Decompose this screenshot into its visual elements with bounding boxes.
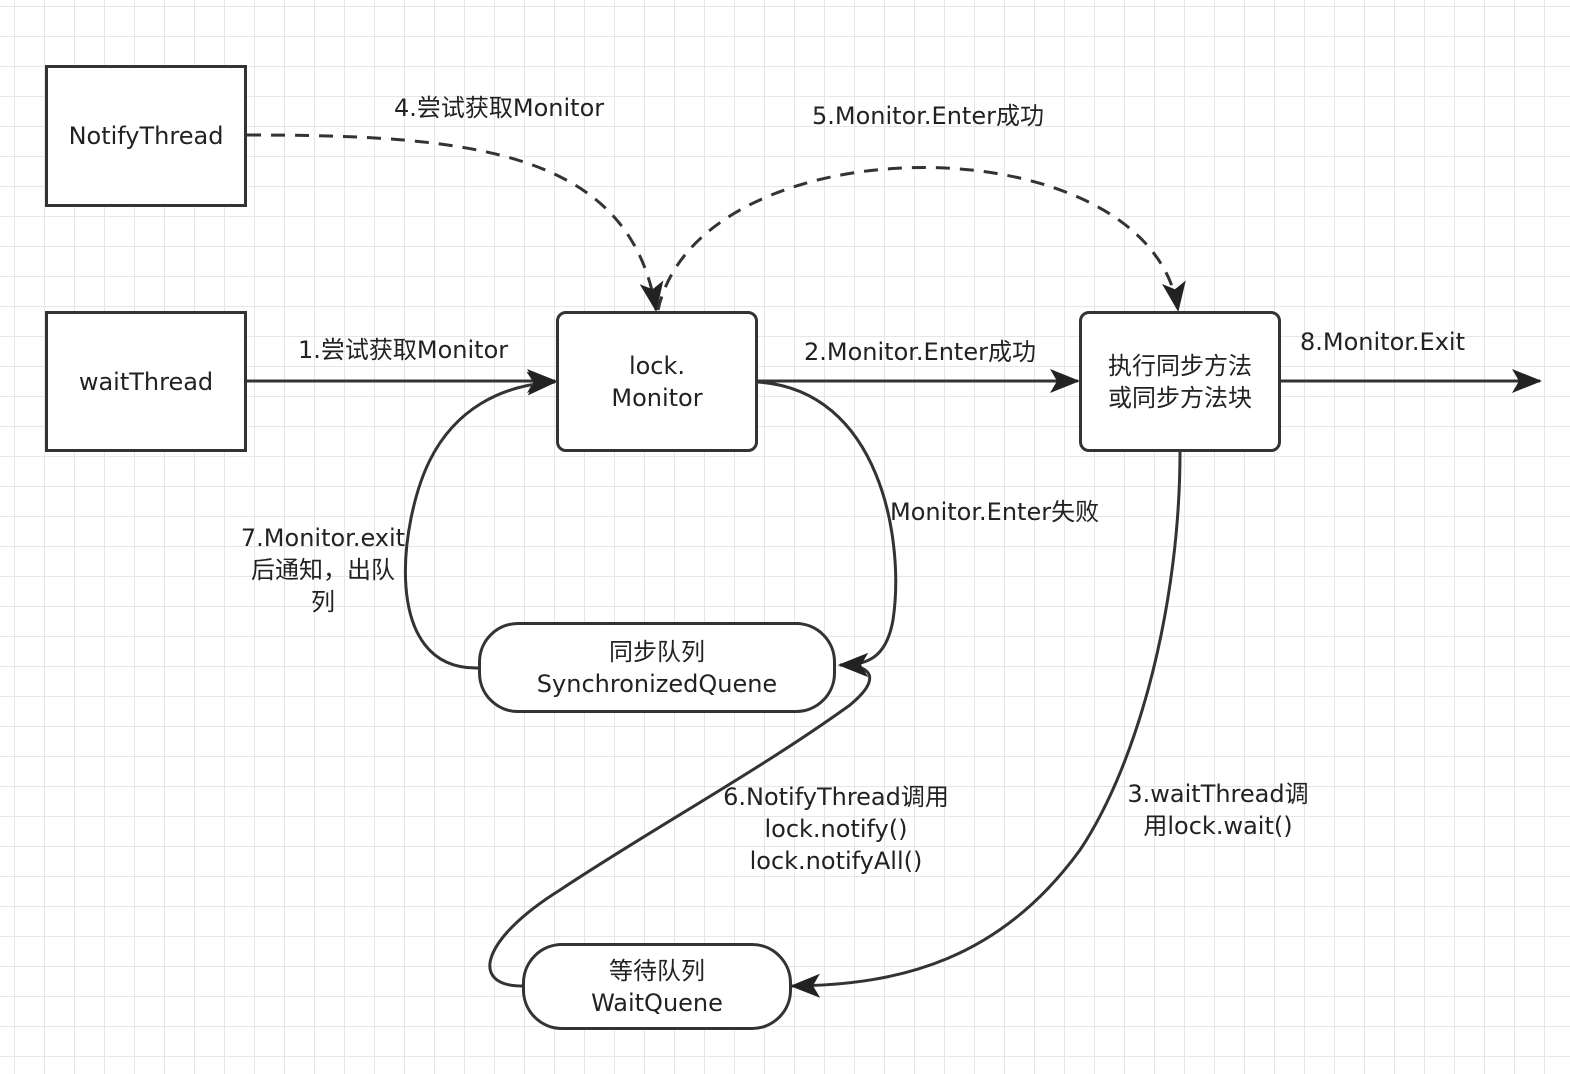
notify-thread-node: NotifyThread [45,65,247,207]
edge-8-label: 8.Monitor.Exit [1300,328,1465,356]
wait-thread-node: waitThread [45,311,247,452]
edge-2-label: 2.Monitor.Enter成功 [804,338,1036,366]
sync-queue-node: 同步队列 SynchronizedQuene [478,622,836,713]
sync-method-node: 执行同步方法 或同步方法块 [1079,311,1281,452]
edge-6-arrow [488,653,872,988]
edge-fail-arrow [757,380,898,677]
edge-3-arrow [790,451,1182,998]
edge-6-label: 6.NotifyThread调用 lock.notify() lock.noti… [723,783,949,875]
edge-fail-label: Monitor.Enter失败 [890,498,1100,526]
edge-7-arrow [403,371,557,670]
edge-4-arrow [246,133,664,312]
edge-3-label: 3.waitThread调 用lock.wait() [1127,780,1309,840]
edge-1-label: 1.尝试获取Monitor [298,336,509,364]
edge-7-label: 7.Monitor.exit 后通知，出队 列 [240,524,406,616]
edge-5-label: 5.Monitor.Enter成功 [812,102,1044,130]
lock-monitor-node: lock. Monitor [556,311,758,452]
wait-queue-node: 等待队列 WaitQuene [522,943,792,1030]
edge-4-label: 4.尝试获取Monitor [394,94,605,122]
edge-5-arrow [656,166,1186,312]
